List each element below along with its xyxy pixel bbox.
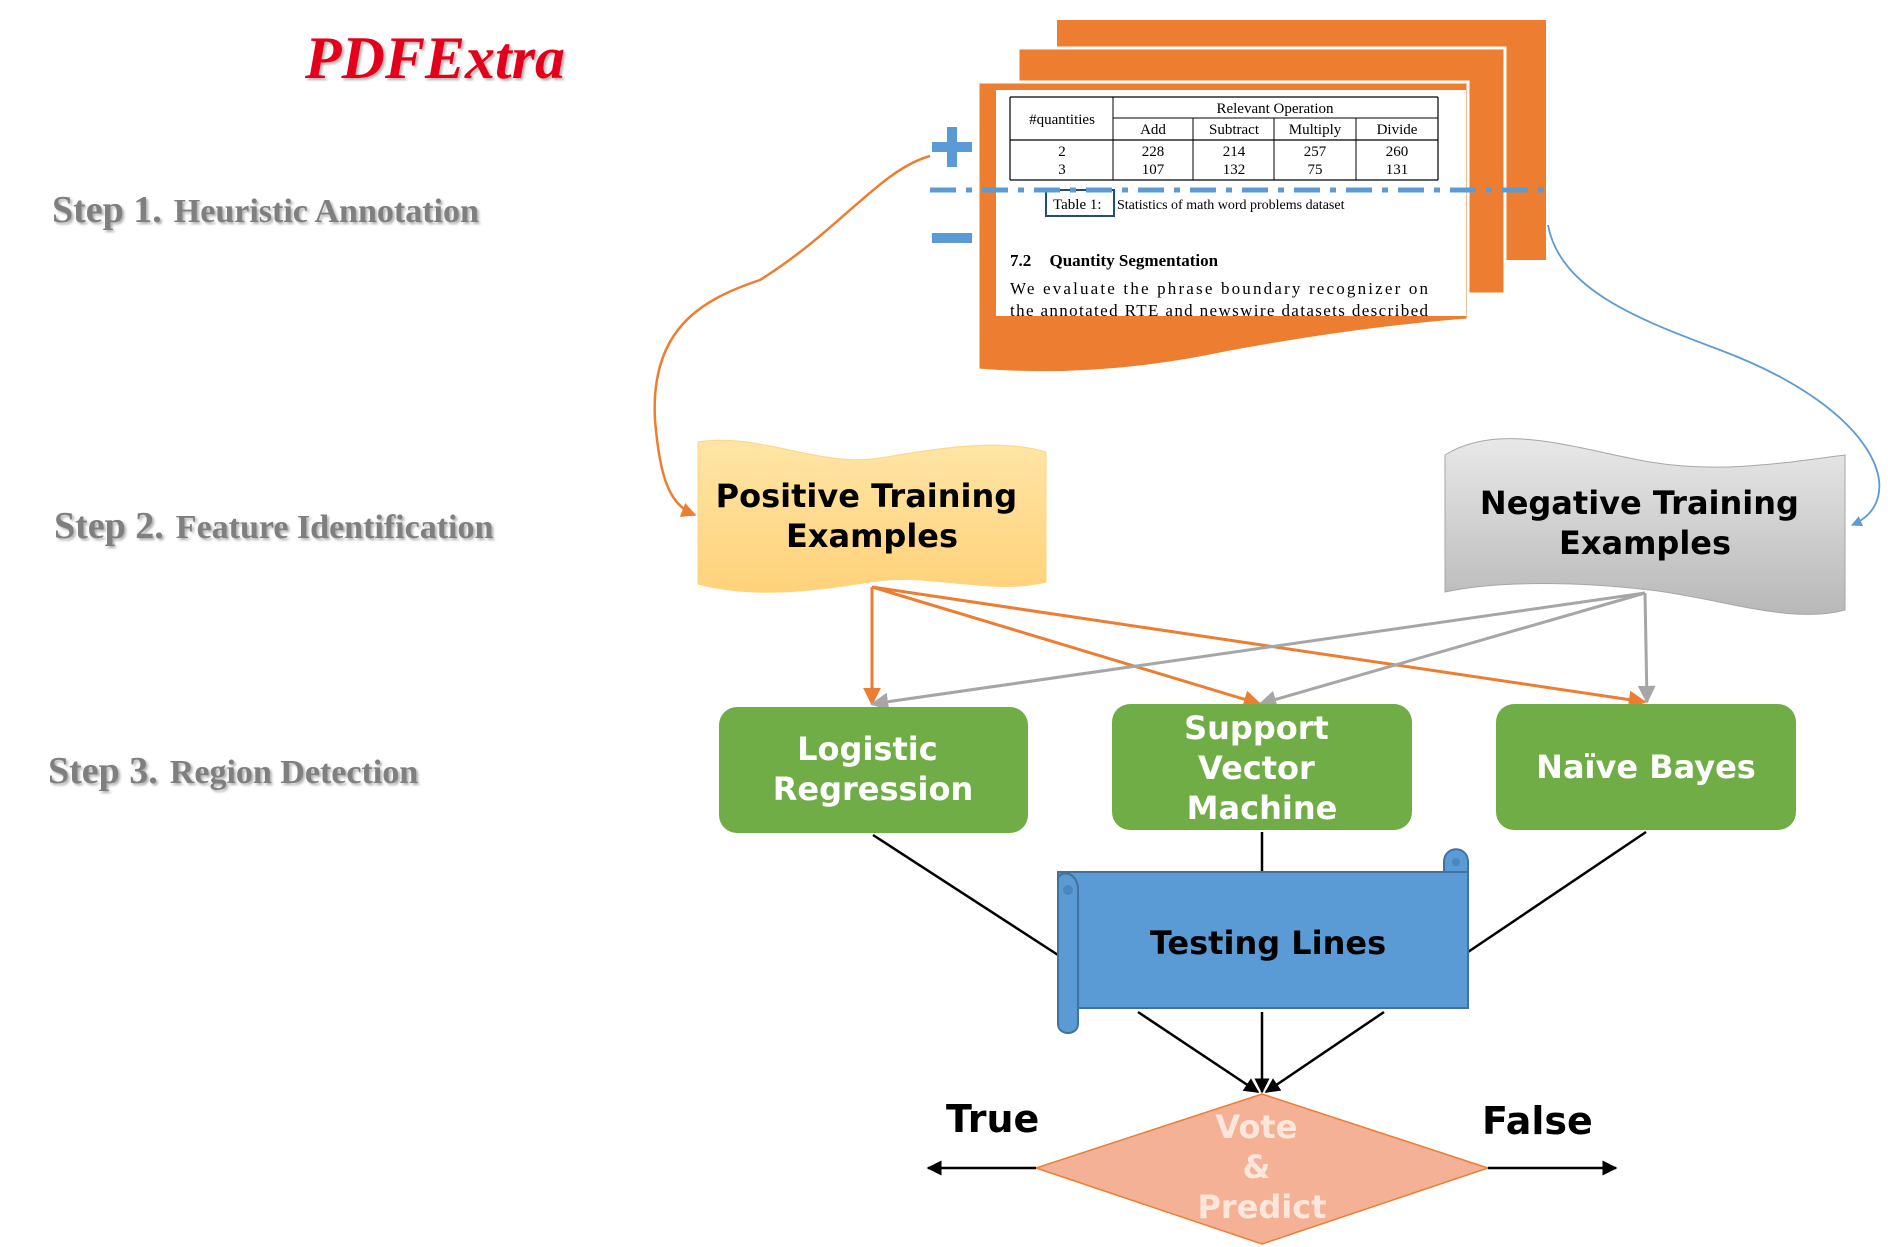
- step-1-number: Step 1.: [52, 189, 162, 231]
- table-cell: 132: [1223, 162, 1246, 178]
- vote-predict-diamond: [1033, 1093, 1491, 1245]
- positive-curve-arrow: [653, 154, 931, 517]
- table-cell: 3: [1058, 162, 1066, 178]
- step-1-label: Step 1. Heuristic Annotation: [52, 189, 479, 231]
- caption-label: Table 1:: [1053, 197, 1102, 213]
- logistic-regression-label: Logistic Regression: [773, 730, 974, 808]
- svm-line-2: Vector: [1198, 749, 1315, 787]
- naive-bayes-label: Naïve Bayes: [1536, 748, 1756, 786]
- caption-label-box: [1045, 189, 1115, 217]
- logistic-regression-line-1: Logistic: [797, 730, 938, 768]
- testing-to-vote-arrows: [1137, 1010, 1385, 1094]
- vote-line-2: &: [1242, 1148, 1270, 1186]
- document-stack: #quantities Relevant Operation Add Subtr…: [976, 20, 1546, 375]
- false-label: False: [1482, 1099, 1593, 1143]
- true-label: True: [946, 1097, 1039, 1141]
- svg-text:Step 2. Feature Identifi: Step 2. Feature Identification: [54, 505, 493, 547]
- negative-to-classifier-arrows: [870, 591, 1656, 711]
- table-cell: 257: [1304, 144, 1327, 160]
- vote-predict-label: Vote & Predict: [1197, 1108, 1326, 1226]
- table-col-multiply: Multiply: [1289, 122, 1342, 138]
- step-3-number: Step 3.: [48, 750, 158, 792]
- logistic-regression-box: [719, 707, 1028, 833]
- positive-to-classifier-arrows: [863, 585, 1647, 709]
- negative-training-label: Negative Training Examples: [1480, 484, 1810, 562]
- negative-training-line-1: Negative Training: [1480, 484, 1799, 522]
- negative-curve-arrow: [1547, 224, 1881, 527]
- logistic-regression-line-2: Regression: [773, 770, 974, 808]
- vote-line-3: Predict: [1197, 1188, 1326, 1226]
- plus-icon: [932, 127, 972, 167]
- svm-label: Support Vector Machine: [1184, 709, 1340, 827]
- table-cell: 75: [1308, 162, 1323, 178]
- body-line-2: the annotated RTE and newswire datasets …: [1010, 301, 1429, 320]
- section-number: 7.2: [1010, 251, 1031, 270]
- stats-table: #quantities Relevant Operation Add Subtr…: [1009, 96, 1439, 181]
- table-col-subtract: Subtract: [1209, 122, 1260, 138]
- step-2-number: Step 2.: [54, 505, 164, 547]
- document-content: [996, 90, 1466, 316]
- vote-line-1: Vote: [1215, 1108, 1297, 1146]
- step-2-label: Step 2. Feature Identification: [54, 505, 493, 547]
- positive-training-line-2: Examples: [786, 517, 958, 555]
- testing-lines-label: Testing Lines: [1150, 924, 1386, 962]
- table-cell: 228: [1142, 144, 1165, 160]
- negative-training-line-2: Examples: [1559, 524, 1731, 562]
- section-title: Quantity Segmentation: [1050, 251, 1219, 270]
- naive-bayes-box: [1496, 704, 1796, 830]
- negative-training-shape: [1444, 438, 1846, 615]
- step-1-text: Heuristic Annotation: [174, 193, 479, 230]
- step-3-label: Step 3. Region Detection: [48, 750, 418, 792]
- svg-text:Step 1. Heuristic Annota: Step 1. Heuristic Annotation: [52, 189, 479, 231]
- svm-line-1: Support: [1184, 709, 1329, 747]
- positive-training-shape: [697, 439, 1047, 593]
- table-cell: 2: [1058, 144, 1066, 160]
- table-cell: 260: [1386, 144, 1409, 160]
- classifier-to-testing-lines: [872, 830, 1647, 957]
- table-cell: 131: [1386, 162, 1409, 178]
- minus-icon: [932, 233, 972, 243]
- table-row-header: #quantities: [1029, 112, 1095, 128]
- testing-lines-scroll: [1057, 848, 1469, 1034]
- caption-text: Statistics of math word problems dataset: [1117, 198, 1345, 213]
- section-heading: 7.2 Quantity Segmentation: [1010, 251, 1219, 270]
- table-col-divide: Divide: [1377, 122, 1418, 138]
- pdfextra-logo: PDFExtra: [304, 25, 565, 91]
- svm-box: [1112, 704, 1412, 830]
- table-group-header: Relevant Operation: [1216, 101, 1334, 117]
- svm-line-3: Machine: [1187, 789, 1338, 827]
- svg-text:Step 3. Region Detection: Step 3. Region Detection: [48, 750, 418, 792]
- positive-training-line-1: Positive Training: [716, 477, 1018, 515]
- step-3-text: Region Detection: [170, 754, 418, 791]
- table-cell: 107: [1142, 162, 1165, 178]
- step-2-text: Feature Identification: [176, 509, 494, 546]
- positive-training-label: Positive Training Examples: [716, 477, 1029, 555]
- table-cell: 214: [1223, 144, 1246, 160]
- table-col-add: Add: [1140, 122, 1166, 138]
